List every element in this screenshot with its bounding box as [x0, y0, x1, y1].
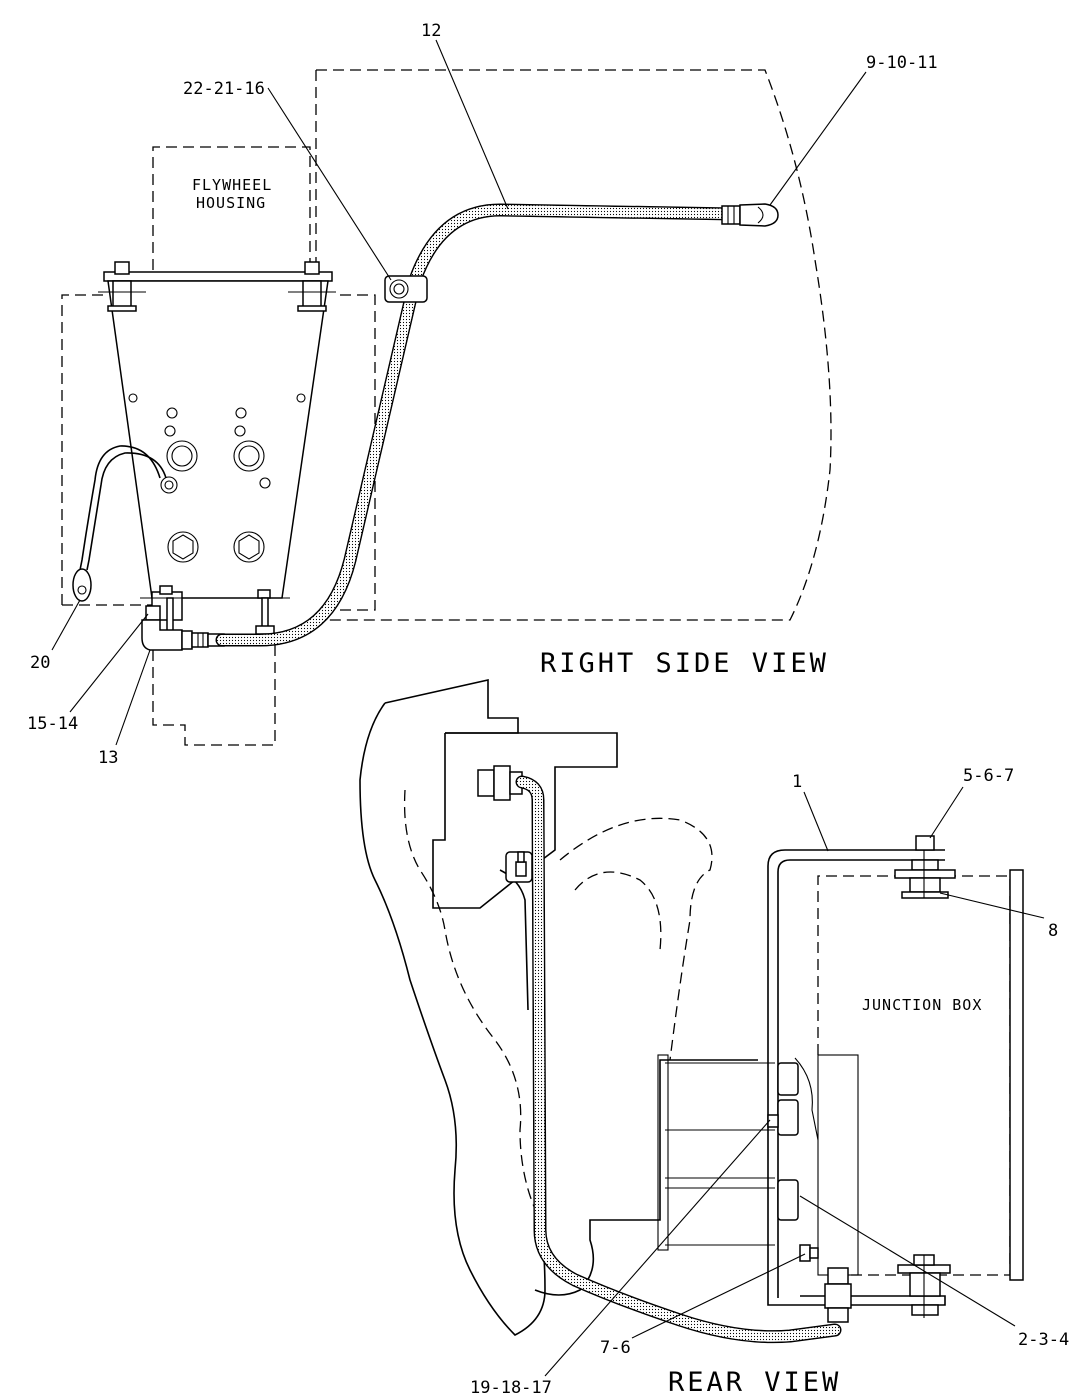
- flange-bolt-right: [288, 261, 336, 312]
- right-side-view-title: RIGHT SIDE VIEW: [540, 648, 829, 679]
- engine-hose-fitting: [477, 765, 523, 801]
- callout-5-6-7: 5-6-7: [963, 766, 1014, 786]
- rear-view: JUNCTION BOX REAR VIEW 1 5-6-7 8 2-3-4 7…: [359, 679, 1069, 1398]
- flywheel-housing-label-1: FLYWHEEL: [192, 176, 272, 194]
- bracket-bolts: [767, 1062, 819, 1262]
- junction-box-cover: [1009, 869, 1024, 1281]
- flange-bolt-left: [98, 261, 146, 312]
- top-bolt-stack: [894, 835, 956, 899]
- callout-1: 1: [792, 772, 802, 792]
- callout-22-21-16: 22-21-16: [183, 79, 265, 99]
- callout-9-10-11: 9-10-11: [866, 53, 938, 73]
- callout-20: 20: [30, 653, 50, 673]
- ground-wire: [79, 445, 161, 571]
- right-side-view: FLYWHEEL HOUSING RIGHT SIDE VIEW 12 9-10…: [27, 21, 938, 768]
- mounting-flange: [103, 271, 333, 282]
- hose-clamp: [384, 275, 428, 303]
- junction-box: [817, 875, 1011, 1276]
- hose-end-fitting: [721, 203, 779, 227]
- flywheel-housing-outline: [152, 146, 311, 270]
- flywheel-housing-label-2: HOUSING: [196, 194, 266, 212]
- jb-hose-fitting: [824, 1267, 852, 1323]
- bottom-bolt-stack: [897, 1254, 951, 1318]
- bracket-holes: [128, 393, 306, 563]
- callout-12: 12: [421, 21, 441, 41]
- engine-outline: [316, 69, 832, 621]
- starter-bracket: [107, 280, 329, 599]
- lower-housing-outline: [152, 640, 276, 746]
- callout-8: 8: [1048, 921, 1058, 941]
- rear-hose-clamp: [505, 851, 533, 883]
- hidden-contour: [403, 789, 541, 1221]
- callout-2-3-4: 2-3-4: [1018, 1330, 1069, 1350]
- engine-silhouette: [359, 702, 546, 1336]
- hose-fitting: [141, 605, 225, 651]
- mounting-bracket: [767, 849, 945, 1306]
- ground-terminal: [72, 568, 92, 602]
- callout-19-18-17: 19-18-17: [470, 1378, 552, 1398]
- junction-box-label: JUNCTION BOX: [862, 996, 982, 1014]
- callout-15-14: 15-14: [27, 714, 78, 734]
- callout-13: 13: [98, 748, 118, 768]
- rear-hose: [515, 775, 842, 1344]
- rear-view-title: REAR VIEW: [668, 1367, 841, 1398]
- hose-12: [215, 203, 742, 647]
- callout-7-6: 7-6: [600, 1338, 631, 1358]
